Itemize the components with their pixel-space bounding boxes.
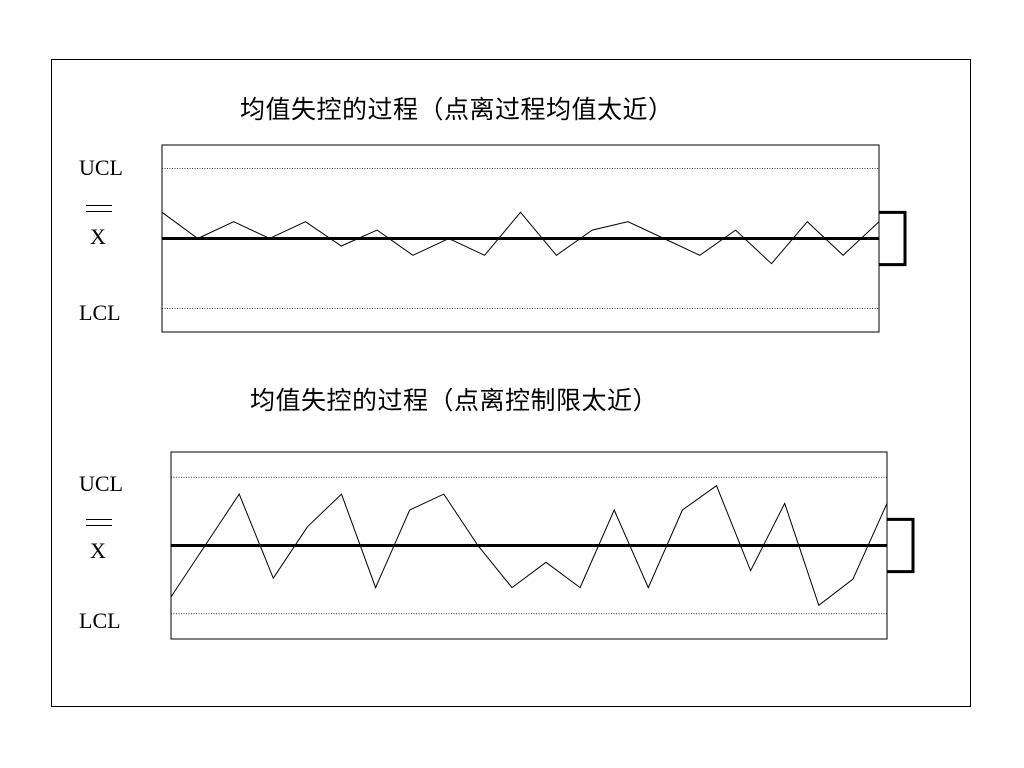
chart-title-2: 均值失控的过程（点离控制限太近） (250, 388, 659, 415)
zone-bracket-2 (887, 517, 915, 574)
slide-frame (51, 59, 971, 707)
data-series-line-2 (170, 484, 888, 607)
xbar-double-bar-2 (86, 519, 112, 526)
zone-bracket-1 (879, 210, 907, 267)
lcl-label-2: LCL (79, 608, 121, 633)
lcl-label-1: LCL (79, 300, 121, 325)
ucl-label-1: UCL (79, 155, 123, 180)
data-series-line-1 (161, 211, 880, 265)
ucl-label-2: UCL (79, 471, 123, 496)
xbar-double-bar-1 (86, 205, 112, 212)
center-label-2: X (90, 538, 106, 563)
center-label-1: X (90, 224, 106, 249)
chart-title-1: 均值失控的过程（点离过程均值太近） (240, 97, 674, 124)
